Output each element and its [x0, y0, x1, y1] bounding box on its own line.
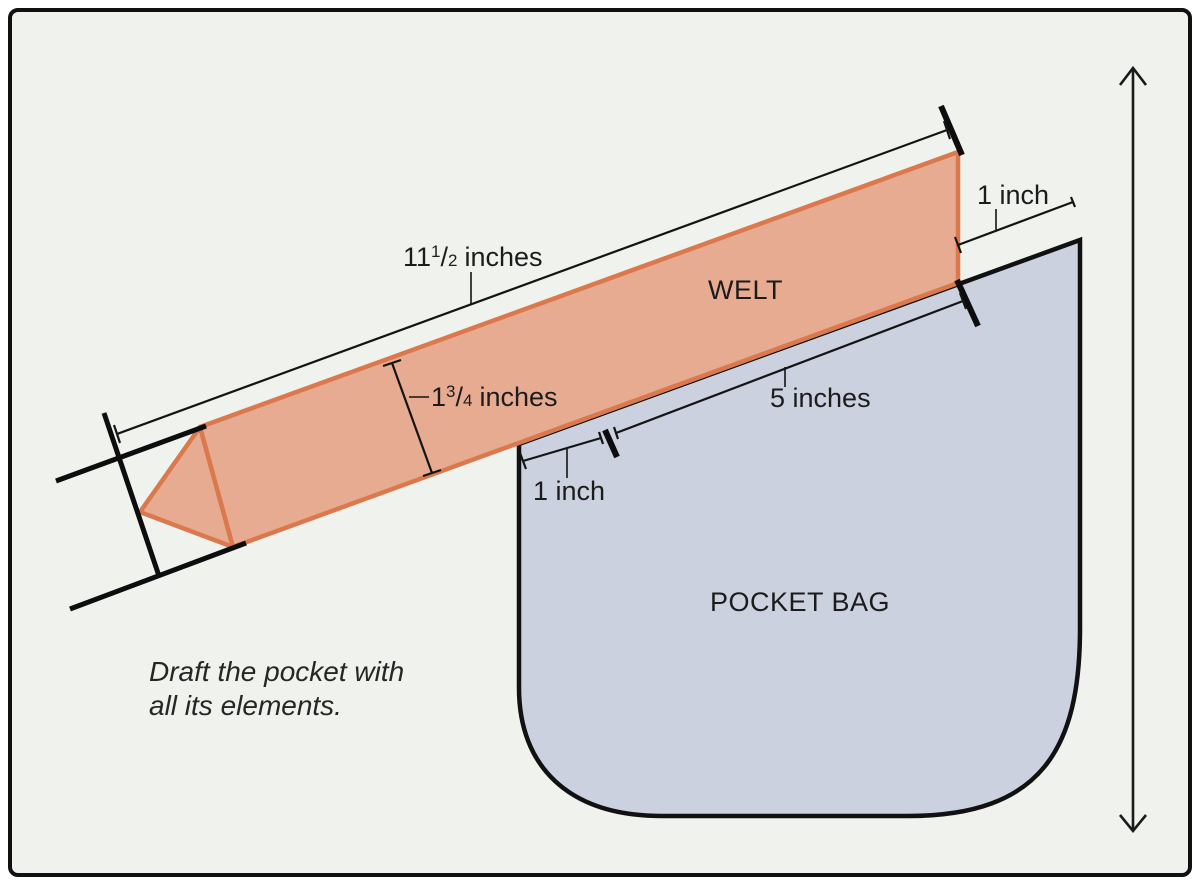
pocket-bag-label: POCKET BAG [710, 587, 890, 617]
welt-label: WELT [708, 275, 783, 305]
welt-width-top-tick [382, 358, 402, 368]
left-inset-label: 1 inch [533, 476, 605, 506]
welt-top-extension-line [55, 423, 207, 484]
caption-line-2: all its elements. [149, 690, 342, 721]
caption-line-1: Draft the pocket with [149, 656, 404, 687]
welt-bottom-right-notch [954, 278, 981, 328]
left-inset-end-tick [597, 431, 605, 445]
welt-width-bottom-tick [422, 468, 442, 478]
welt-length-start-tick [112, 424, 122, 444]
welt-width-fraction-slash: / [456, 382, 464, 412]
welt-width-numerator: 3 [446, 382, 455, 401]
welt-length-dimension-line [116, 128, 948, 436]
welt-width-unit: inches [479, 382, 557, 412]
welt-width-whole: 1 [431, 382, 446, 412]
arrow-down-icon [1118, 814, 1148, 834]
arrow-up-icon [1118, 65, 1148, 86]
pocket-opening-notch [602, 428, 620, 459]
pocket-opening-label: 5 inches [770, 383, 871, 413]
welt-length-unit: inches [464, 242, 542, 272]
right-extension-dimension-line [957, 200, 1074, 247]
welt-length-fraction-slash: / [441, 242, 449, 272]
left-cross-mark [101, 412, 162, 577]
pocket-opening-dimension-line [615, 299, 964, 435]
welt-length-whole: 11 [403, 242, 431, 272]
right-extension-end-tick [1069, 196, 1077, 208]
welt-top-right-notch [938, 104, 965, 157]
welt-length-denominator: 2 [448, 251, 457, 270]
left-inset-start-tick [518, 452, 528, 470]
welt-length-end-tick [942, 120, 952, 140]
pocket-opening-end-tick [958, 292, 968, 310]
left-inset-dimension-line [522, 436, 602, 463]
welt-length-numerator: 1 [431, 242, 440, 261]
right-extension-label: 1 inch [977, 180, 1049, 210]
pocket-opening-start-tick [612, 426, 620, 440]
welt-width-denominator: 4 [463, 391, 472, 410]
pocket-bag-shape [516, 236, 1083, 819]
welt-width-dimension-line [390, 362, 434, 474]
welt-width-label: 13/4 inches [431, 382, 558, 412]
right-extension-start-tick [953, 236, 963, 254]
